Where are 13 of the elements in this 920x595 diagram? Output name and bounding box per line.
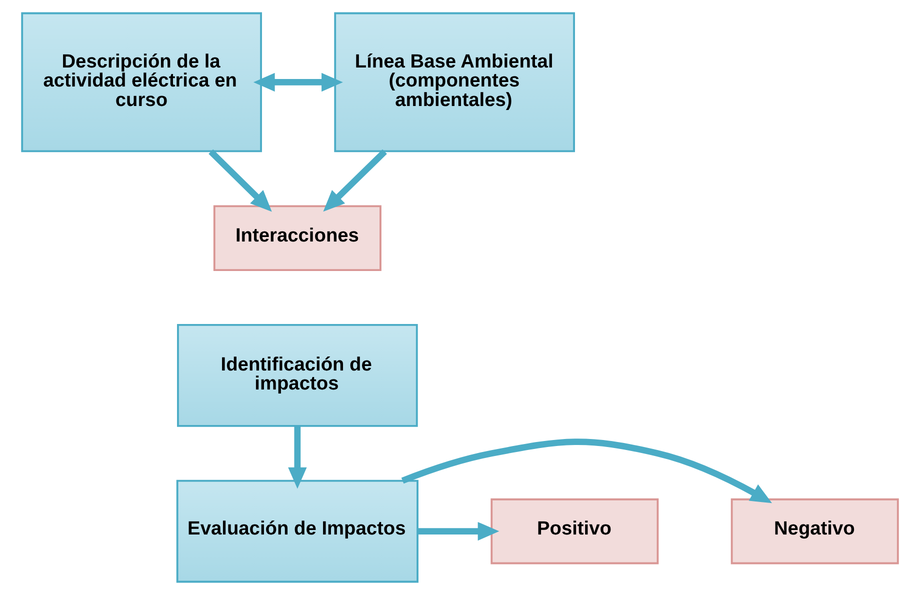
node-box: Línea Base Ambiental (componentes ambientales) [334, 12, 575, 152]
arrow [288, 426, 307, 489]
arrow [401, 438, 772, 504]
arrow [208, 149, 272, 212]
node-box: Evaluación de Impactos [176, 480, 418, 583]
node-box: Negativo [730, 498, 899, 564]
node-box: Positivo [490, 498, 659, 564]
arrow [418, 522, 500, 541]
node-box: Descripción de la actividad eléctrica en curso [21, 12, 262, 152]
node-box: Interacciones [213, 205, 382, 271]
arrow [253, 72, 343, 92]
arrow [323, 149, 387, 212]
node-box: Identificación de impactos [177, 324, 418, 427]
